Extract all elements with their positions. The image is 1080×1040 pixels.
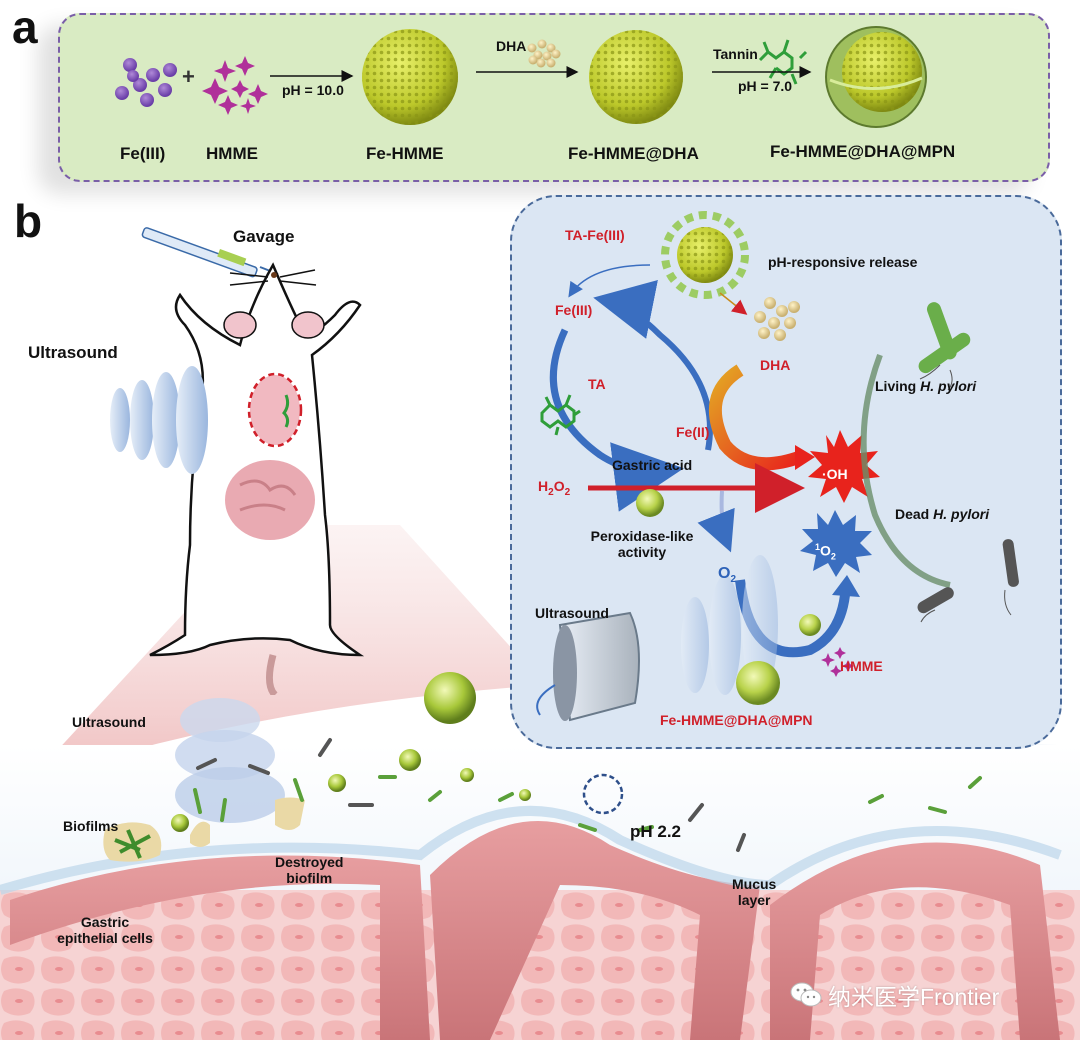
dha-curved-arrow	[708, 364, 803, 471]
fe-hmme-dha-sphere-icon	[589, 30, 683, 124]
singlet-oxygen-label: 1O2	[815, 542, 836, 562]
fe3-label: Fe(III)	[120, 144, 166, 163]
dha-beads-icon	[527, 39, 561, 68]
mouse-ear-right	[291, 311, 325, 339]
small-nanoparticle-icon	[799, 614, 821, 636]
mucus-layer-label: Mucus layer	[732, 876, 777, 908]
mouse-body	[149, 262, 365, 657]
fe3-ions-icon	[115, 58, 177, 107]
peroxidase-activity-label: Peroxidase-like activity	[590, 528, 694, 560]
gastric-epithelial-cells-label: Gastric epithelial cells	[57, 914, 153, 946]
panel-a-graphics: +	[115, 26, 927, 128]
dha-beads-released-icon	[754, 297, 800, 341]
hydroxyl-radical-label: ·OH	[822, 466, 848, 482]
tissue-scene-graphics	[103, 672, 982, 862]
dead-bacteria-icon	[917, 539, 1019, 623]
fe-hmme-dha-mpn-particle-icon	[736, 661, 780, 705]
mechanism-graphics	[536, 211, 1019, 722]
gavage-label: Gavage	[233, 227, 295, 246]
epithelial-layer-1	[10, 855, 430, 1040]
mucus-layer	[0, 805, 1062, 895]
ph-zone-circle	[582, 773, 624, 815]
kill-bacteria-arrow	[860, 353, 951, 588]
nanozyme-particle-icon	[636, 489, 664, 517]
mouse-tail	[266, 654, 278, 695]
intestines	[225, 460, 315, 540]
dha-inset-label: DHA	[760, 357, 791, 373]
step3-condition: pH = 7.0	[738, 78, 793, 94]
magnification-cone	[30, 525, 545, 780]
watermark: 纳米医学Frontier	[790, 978, 999, 1012]
fe-hmme-dha-label: Fe-HMME@DHA	[568, 144, 699, 163]
stomach-highlight-circle	[247, 372, 303, 448]
mouse-ultrasound-label: Ultrasound	[28, 343, 118, 362]
hmme-released-icon	[821, 647, 854, 677]
hmme-label: HMME	[206, 144, 258, 163]
fe2-label: Fe(II)	[676, 424, 710, 440]
cycle-arrow-fe3-to-fe2	[549, 328, 684, 512]
fe3-cycle-label: Fe(III)	[555, 302, 593, 318]
ta-molecule-icon	[540, 394, 581, 436]
destroyed-biofilm-label: Destroyed biofilm	[275, 854, 344, 886]
gastric-acid-label: Gastric acid	[612, 457, 693, 473]
mouse-ear-left	[223, 311, 257, 339]
wechat-icon	[790, 982, 822, 1007]
ultrasound-transducer-icon	[536, 611, 640, 722]
fe-hmme-dha-mpn-label: Fe-HMME@DHA@MPN	[770, 142, 956, 161]
inset-ultrasound-label: Ultrasound	[535, 605, 609, 621]
living-h-pylori-label: Living H. pylori	[875, 378, 977, 394]
panel-b-letter: b	[14, 195, 43, 247]
dead-h-pylori-label: Dead H. pylori	[895, 506, 990, 522]
fe-hmme-label: Fe-HMME	[366, 144, 444, 163]
living-bacteria-icon	[918, 302, 971, 391]
singlet-oxygen-burst-icon	[800, 510, 872, 577]
syringe-icon	[141, 227, 279, 278]
mouse-illustration	[141, 227, 365, 695]
panel-a-letter: a	[12, 1, 38, 53]
large-nanoparticle-icon	[424, 672, 476, 724]
o2-generation-arrow	[697, 490, 735, 553]
hmme-inset-label: HMME	[840, 658, 883, 674]
stomach	[250, 375, 300, 445]
hmme-molecules-icon	[202, 56, 268, 115]
ph-2-2-label: pH 2.2	[630, 822, 682, 841]
scattered-bacteria-icon	[196, 738, 746, 852]
ta-label: TA	[588, 376, 606, 392]
epithelial-layer-3	[770, 842, 1060, 1040]
step3-reagent: Tannin	[713, 46, 758, 62]
step2-reagent: DHA	[496, 38, 527, 54]
ultrasound-waves-icon	[110, 366, 208, 474]
tannin-molecule-icon	[758, 39, 808, 85]
tissue-ultrasound-label: Ultrasound	[72, 714, 146, 730]
ph-responsive-release-label: pH-responsive release	[768, 254, 918, 270]
hydroxyl-radical-burst-icon	[808, 430, 880, 503]
o2-label: O2	[718, 565, 737, 586]
epithelial-layer-2	[430, 821, 760, 1040]
fe-hmme-dha-mpn-sphere-icon	[825, 26, 927, 128]
plus-sign: +	[182, 64, 195, 89]
biofilms-label: Biofilms	[63, 818, 119, 834]
mouse-whiskers	[229, 269, 317, 286]
h2o2-label: H2O2	[538, 478, 571, 498]
ta-fe3-label: TA-Fe(III)	[565, 227, 625, 243]
watermark-text: 纳米医学Frontier	[828, 984, 1000, 1010]
biofilm-bacteria-icon	[114, 829, 151, 859]
step1-condition: pH = 10.0	[282, 82, 344, 98]
nanoparticle-inset-label: Fe-HMME@DHA@MPN	[660, 712, 813, 728]
arrow-release	[719, 292, 748, 315]
degrading-nanoparticle-icon	[661, 211, 749, 299]
arrow-ta-fe-to-fe3	[568, 264, 651, 298]
fe-hmme-sphere-icon	[362, 29, 458, 125]
